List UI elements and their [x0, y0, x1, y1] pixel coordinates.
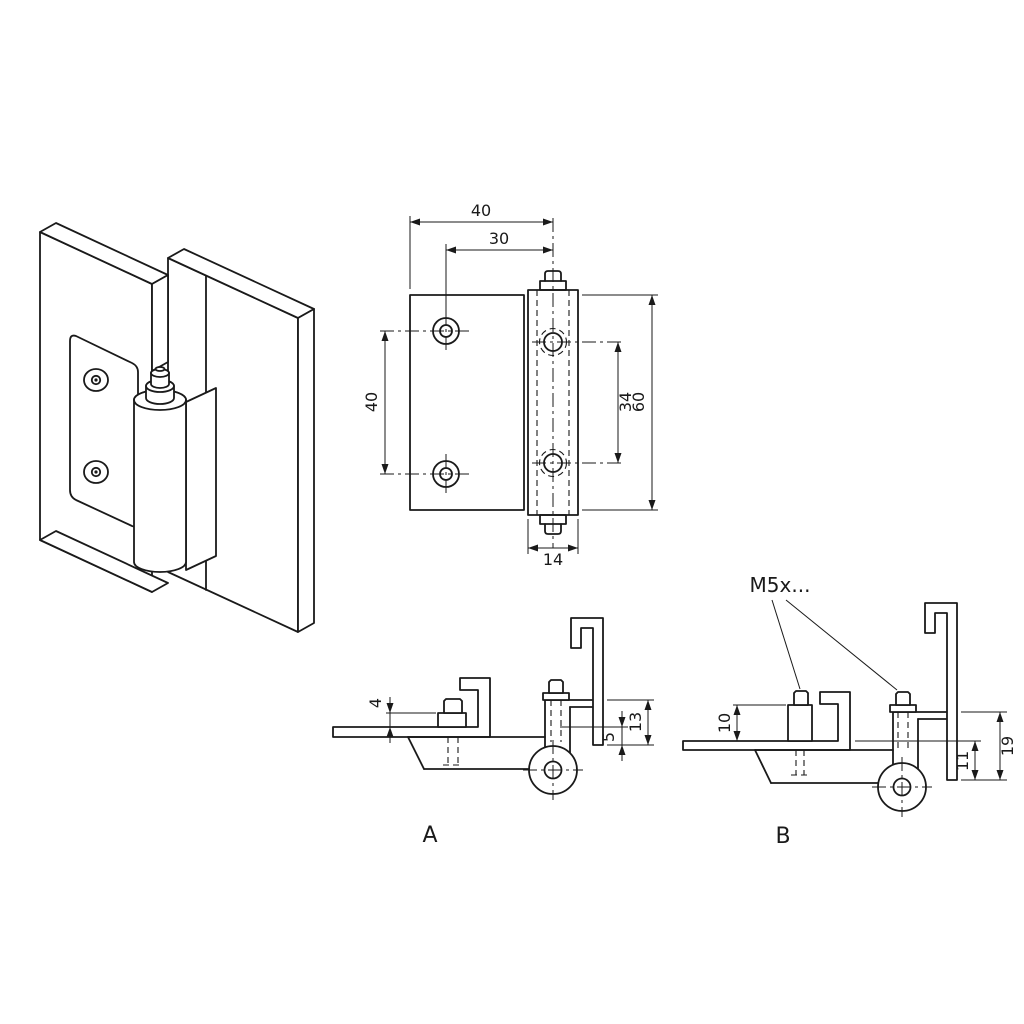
- door-screw-b: [787, 690, 813, 776]
- section-view-b: 10 11 19 B: [682, 602, 1017, 849]
- dim-b-mid: 11: [953, 751, 972, 771]
- dim-lines-a: [386, 697, 654, 761]
- dim-b-large: 19: [998, 736, 1017, 756]
- leaf-plate-outline: [409, 294, 525, 511]
- front-view: 40 30 40 34 60 14: [362, 201, 658, 569]
- hinge-leaf-frame-side: [69, 334, 139, 528]
- view-b-label: B: [775, 824, 790, 849]
- dim-hole-spacing-right: 34: [616, 392, 635, 412]
- dim-a-large: 13: [626, 712, 645, 732]
- pin-cap-dome: [154, 366, 166, 372]
- leaf-chamfer-a: [407, 736, 425, 770]
- mounting-hole-top-left: [380, 311, 470, 351]
- dim-height-total: 60: [629, 392, 648, 412]
- door-screw-a: [437, 698, 467, 766]
- dim-b-small: 10: [715, 713, 734, 733]
- hinge-leaf-door-side: [185, 387, 217, 571]
- frame-flange-a: [570, 617, 604, 746]
- leaf-screw-top: [83, 368, 109, 392]
- dim-hole-to-pin: 30: [489, 229, 509, 248]
- dim-knuckle-width: 14: [543, 550, 563, 569]
- frame-flange-b: [924, 602, 958, 781]
- bracket-screw-a: [542, 679, 570, 742]
- isometric-view: [39, 222, 315, 633]
- door-sheet-a: [332, 677, 491, 738]
- dim-a-small: 4: [366, 698, 385, 708]
- frame-panel-bottom-edge: [39, 530, 169, 593]
- leaf-screw-bottom: [83, 460, 109, 484]
- leaf-chamfer-b: [754, 749, 772, 784]
- dim-hole-spacing-left: 40: [362, 392, 381, 412]
- hinge-barrel: [133, 389, 187, 573]
- frame-panel-return-flange: [151, 274, 169, 372]
- leader-line-bracket-screw: [785, 599, 898, 691]
- mounting-hole-bottom-left: [380, 454, 470, 494]
- section-view-a: 4 5 13 A: [332, 617, 654, 848]
- dim-width-total: 40: [471, 201, 491, 220]
- extension-lines: [409, 216, 658, 554]
- view-a-label: A: [422, 823, 437, 848]
- bracket-screw-b: [889, 691, 917, 752]
- door-sheet-b: [682, 691, 851, 751]
- leader-line-door-screw: [771, 599, 801, 690]
- dim-lines-b: [733, 704, 1007, 781]
- door-panel-right-edge: [297, 308, 315, 633]
- screw-size-note: M5x...: [750, 573, 811, 597]
- screw-note-group: M5x...: [750, 573, 898, 691]
- dim-a-mid: 5: [599, 732, 618, 742]
